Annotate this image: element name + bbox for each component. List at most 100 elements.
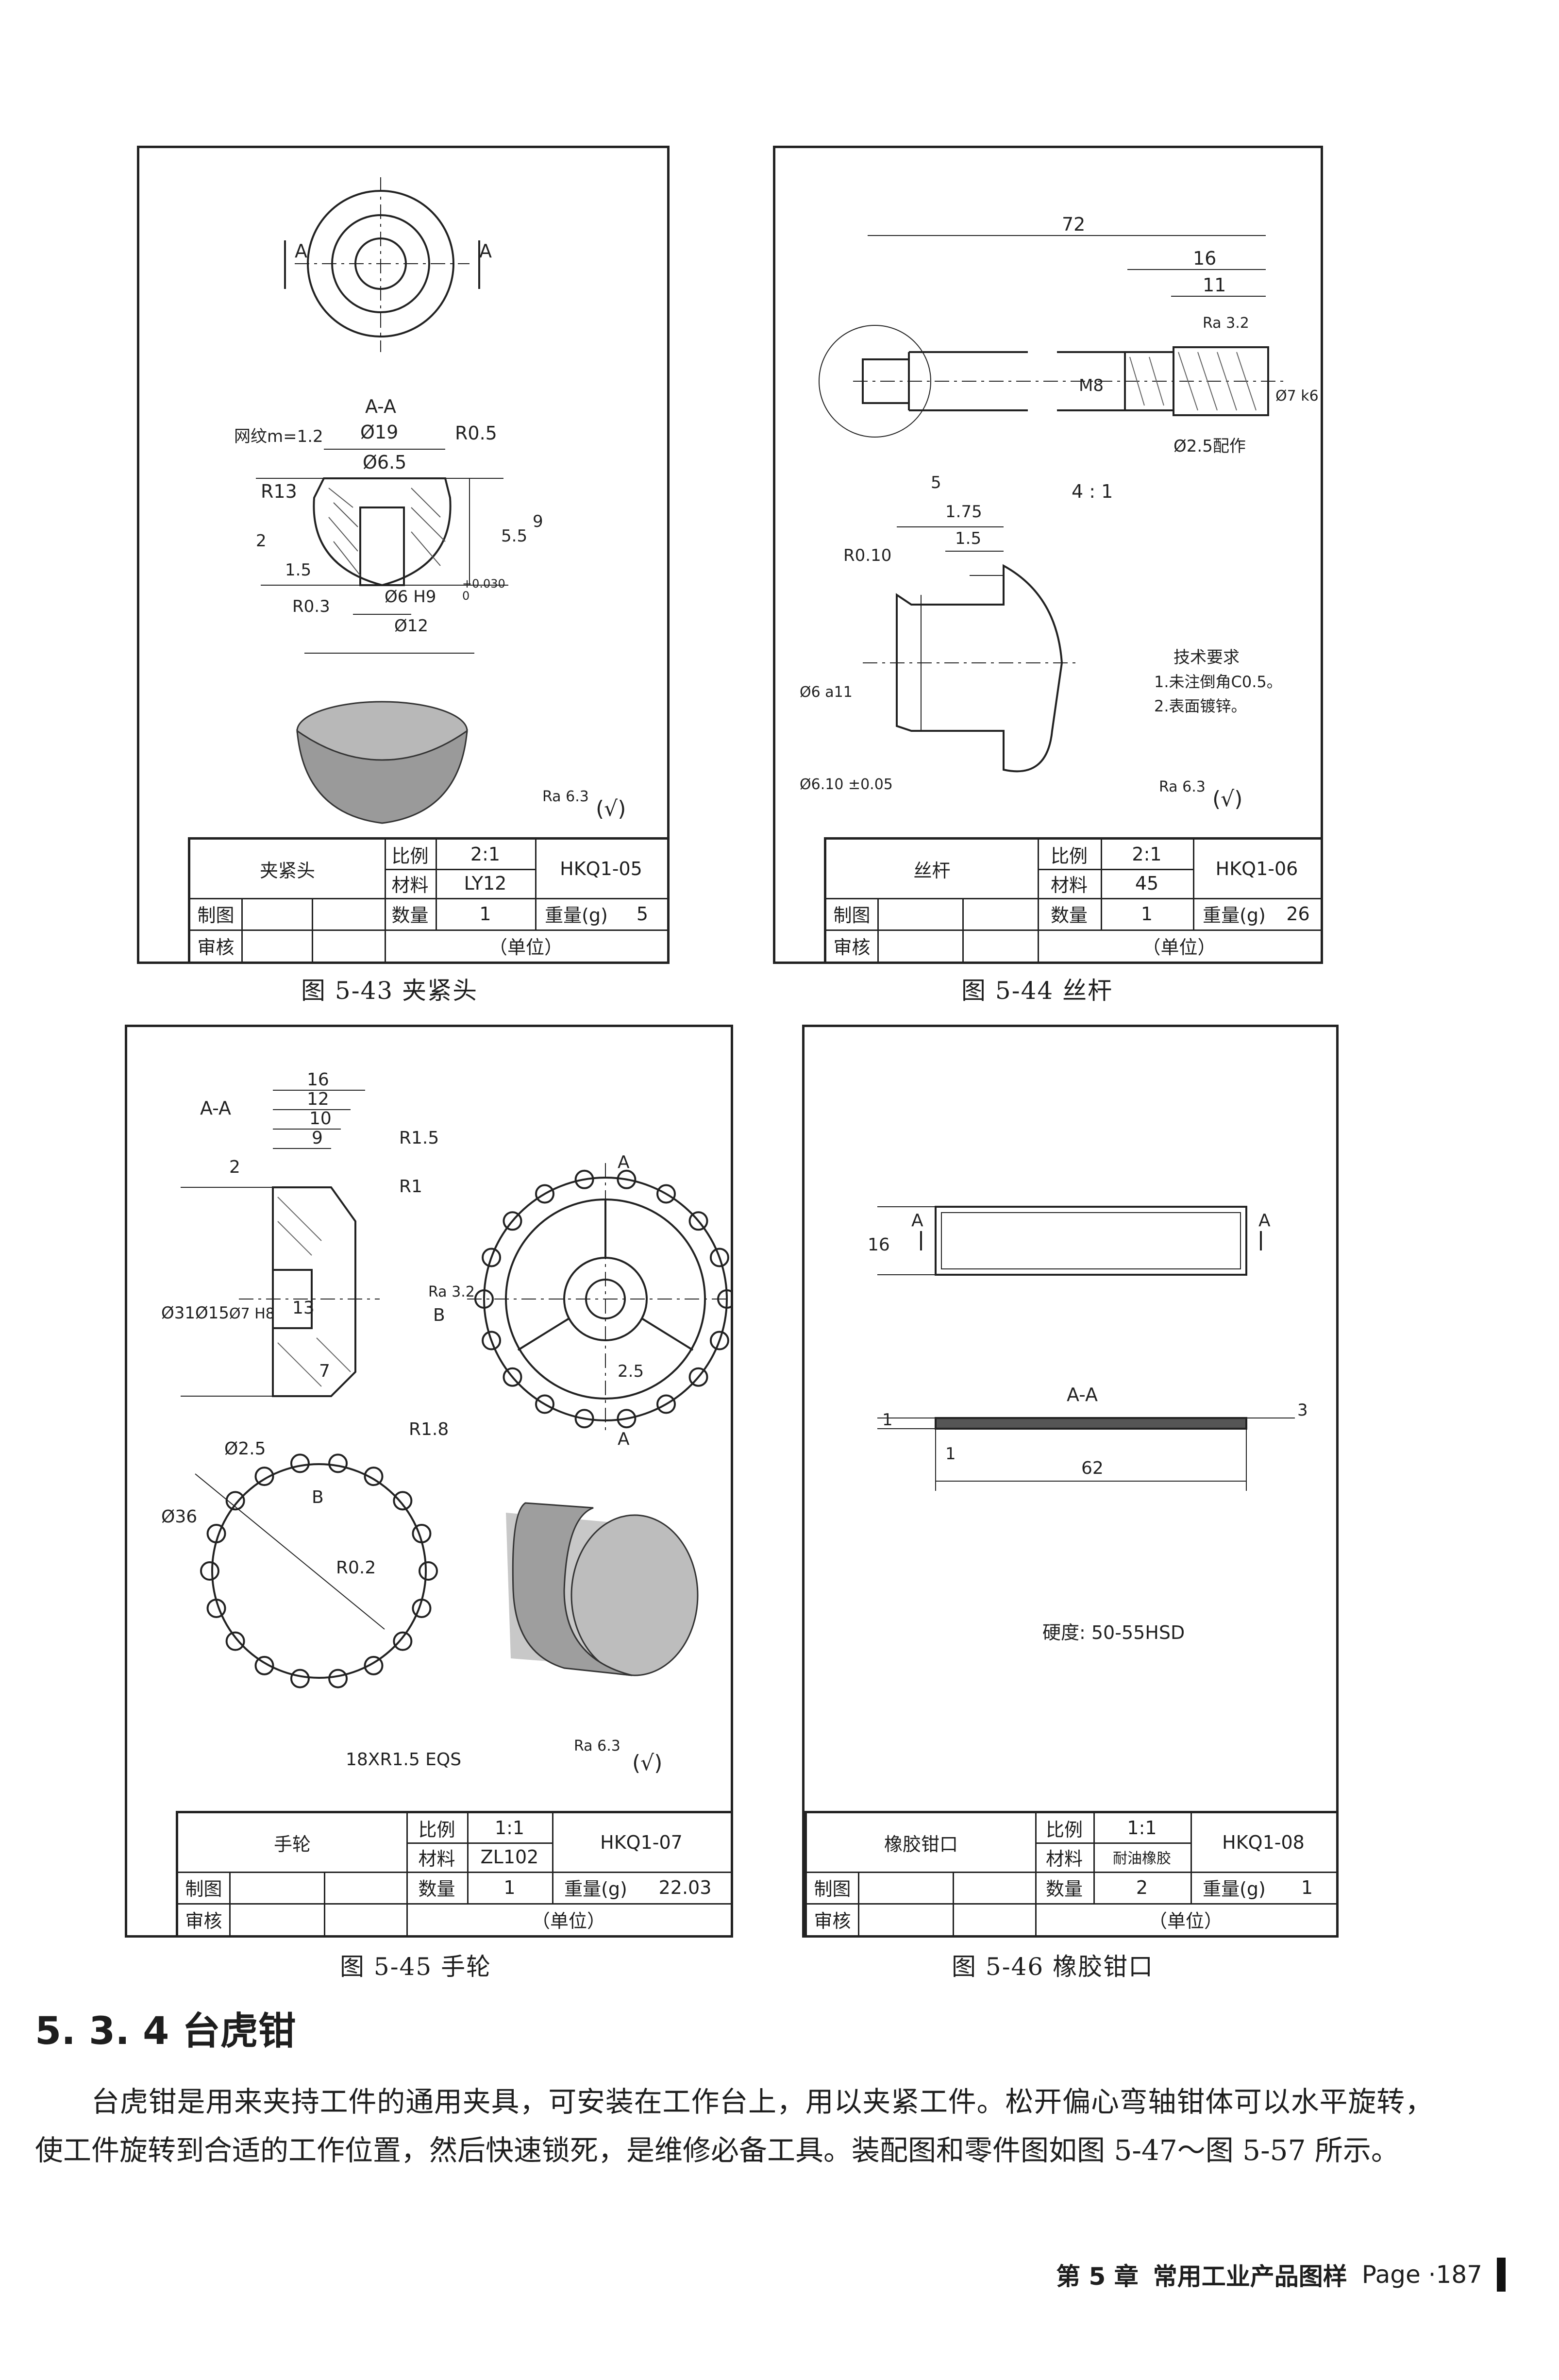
dim-eqs: 18XR1.5 EQS <box>346 1750 461 1770</box>
tb-scale: 2:1 <box>1132 844 1162 865</box>
tb-qty-label: 数量 <box>391 905 429 926</box>
tb-material: 45 <box>1135 873 1159 894</box>
tb-material-label: 材料 <box>1050 874 1088 896</box>
wheel-knurl-bump <box>412 1598 432 1618</box>
wheel-knurl-bump <box>656 1394 676 1414</box>
dim-2: 2 <box>256 531 267 551</box>
wheel-knurl-bump <box>535 1184 554 1204</box>
wheel-knurl-bump <box>709 1248 729 1267</box>
dim-1-bottom: 1 <box>945 1444 956 1464</box>
tb-part-name: 手轮 <box>273 1833 311 1855</box>
tb-drawn-label: 制图 <box>185 1878 222 1900</box>
tb-material: LY12 <box>464 873 507 894</box>
wheel-knurl-bump <box>364 1655 384 1675</box>
label-section: A-A <box>365 396 396 417</box>
title-block-5-44: 丝杆 比例 2:1 材料 45 HKQ1-06 制图 审核 数量 1 重量(g)… <box>824 837 1321 962</box>
wheel-knurl-bump <box>254 1467 274 1486</box>
tb-material-label: 材料 <box>391 874 429 896</box>
tb-weight: 5 <box>636 903 649 925</box>
tb-material-label: 材料 <box>418 1848 455 1870</box>
dim-r13: R13 <box>261 481 297 502</box>
dim-2-5: 2.5 <box>618 1362 644 1381</box>
dim-dia15: Ø15 <box>195 1303 229 1323</box>
page-footer: 第 5 章 常用工业产品图样 Page ·187 <box>1056 2257 1506 2292</box>
dim-5-5: 5.5 <box>501 526 527 546</box>
tb-drawn-label: 制图 <box>814 1878 851 1900</box>
roughness-check: (√) <box>632 1751 662 1775</box>
dim-r1: R1 <box>399 1177 422 1197</box>
wheel-knurl-bump <box>412 1524 432 1544</box>
wheel-knurl-bump <box>574 1409 594 1429</box>
figure-5-44: 72 16 11 Ra 3.2 M8 Ø7 k6 Ø2.5配作 5 1.75 4… <box>773 146 1323 964</box>
dim-1-left: 1 <box>882 1410 893 1430</box>
tb-material: ZL102 <box>480 1846 539 1868</box>
dim-dia6-5: Ø6.5 <box>363 452 406 473</box>
roughness-ra6-3: Ra 6.3 <box>542 788 589 805</box>
caption-5-45: 图 5-45 手轮 <box>340 1953 492 1981</box>
dim-dia36: Ø36 <box>161 1507 197 1527</box>
tb-scale-label: 比例 <box>1045 1819 1083 1840</box>
tb-scale-label: 比例 <box>1050 845 1088 867</box>
dim-tol-upper: +0.030 <box>462 577 505 591</box>
section-paragraph: 台虎钳是用来夹持工件的通用夹具，可安装在工作台上，用以夹紧工件。松开偏心弯轴钳体… <box>35 2085 1433 2167</box>
tb-qty: 1 <box>479 903 491 925</box>
dim-dia19: Ø19 <box>360 422 398 443</box>
view-b-arrow: B <box>433 1305 445 1325</box>
tb-scale-label: 比例 <box>391 845 429 867</box>
dim-knurl: 网纹m=1.2 <box>234 427 323 446</box>
drawing-clamp-head: A A A-A Ø19 Ø6.5 R0.5 网纹m=1.2 R13 2 1.5 … <box>234 177 626 824</box>
figure-5-46: 16 A A A-A 3 1 1 62 硬度: 50-55HSD 橡胶钳口 比例… <box>802 1025 1339 1938</box>
wheel-knurl-bump <box>574 1169 594 1189</box>
dim-3: 3 <box>1297 1401 1308 1420</box>
dim-dia12: Ø12 <box>394 616 428 636</box>
wheel-knurl-bump <box>290 1453 310 1473</box>
dim-11: 11 <box>1203 274 1226 296</box>
tb-code: HKQ1-07 <box>600 1832 683 1853</box>
dim-r0-5: R0.5 <box>455 422 497 444</box>
dim-r0-10: R0.10 <box>843 546 891 565</box>
dim-12: 12 <box>307 1089 329 1109</box>
footer-title: 常用工业产品图样 <box>1153 2262 1347 2291</box>
section-heading: 5. 3. 4 台虎钳 <box>35 2009 296 2053</box>
tb-weight-label: 重量(g) <box>1203 1878 1266 1900</box>
dim-tol-lower: 0 <box>462 589 469 603</box>
wheel-knurl-bump <box>419 1561 438 1581</box>
tb-unit: （单位） <box>1142 936 1216 958</box>
wheel-knurl-bump <box>482 1331 502 1350</box>
wheel-knurl-bump <box>206 1598 226 1618</box>
dim-13: 13 <box>292 1298 315 1318</box>
tb-code: HKQ1-06 <box>1215 858 1298 879</box>
tb-scale-label: 比例 <box>418 1819 455 1840</box>
caption-5-46: 图 5-46 橡胶钳口 <box>952 1953 1154 1981</box>
label-a-top: A <box>618 1152 630 1172</box>
wheel-knurl-bump <box>328 1453 348 1473</box>
wheel-knurl-bump <box>364 1467 384 1486</box>
tb-weight: 1 <box>1301 1876 1313 1898</box>
tb-scale: 1:1 <box>1127 1817 1157 1839</box>
footer-chapter: 第 5 章 <box>1056 2262 1139 2291</box>
tb-checked-label: 审核 <box>185 1910 222 1932</box>
drawing-rubber-jaw: 16 A A A-A 3 1 1 62 硬度: 50-55HSD <box>868 1206 1308 1643</box>
tb-part-name: 夹紧头 <box>259 860 315 881</box>
title-block-5-45: 手轮 比例 1:1 材料 ZL102 HKQ1-07 制图 审核 数量 1 重量… <box>176 1811 731 1935</box>
wheel-knurl-bump <box>474 1289 494 1309</box>
tb-weight-label: 重量(g) <box>564 1878 627 1900</box>
tb-code: HKQ1-05 <box>560 858 642 879</box>
dim-1-75: 1.75 <box>945 502 982 522</box>
tb-material: 耐油橡胶 <box>1113 1850 1171 1867</box>
roughness-check: (√) <box>596 796 626 821</box>
tb-weight: 26 <box>1286 903 1310 925</box>
tb-qty: 2 <box>1136 1876 1148 1898</box>
tb-scale: 1:1 <box>494 1817 525 1839</box>
tb-qty-label: 数量 <box>1050 905 1088 926</box>
dim-1-5: 1.5 <box>285 560 311 580</box>
dim-2: 2 <box>229 1157 240 1177</box>
tb-weight: 22.03 <box>658 1876 712 1898</box>
wheel-knurl-bump <box>535 1394 554 1414</box>
dim-dia2-5: Ø2.5 <box>224 1439 266 1459</box>
wheel-knurl-bump <box>688 1367 708 1387</box>
wheel-knurl-bump <box>393 1491 413 1511</box>
tb-drawn-label: 制图 <box>833 905 871 926</box>
wheel-knurl-bump <box>290 1669 310 1688</box>
wheel-knurl-bump <box>656 1184 676 1204</box>
